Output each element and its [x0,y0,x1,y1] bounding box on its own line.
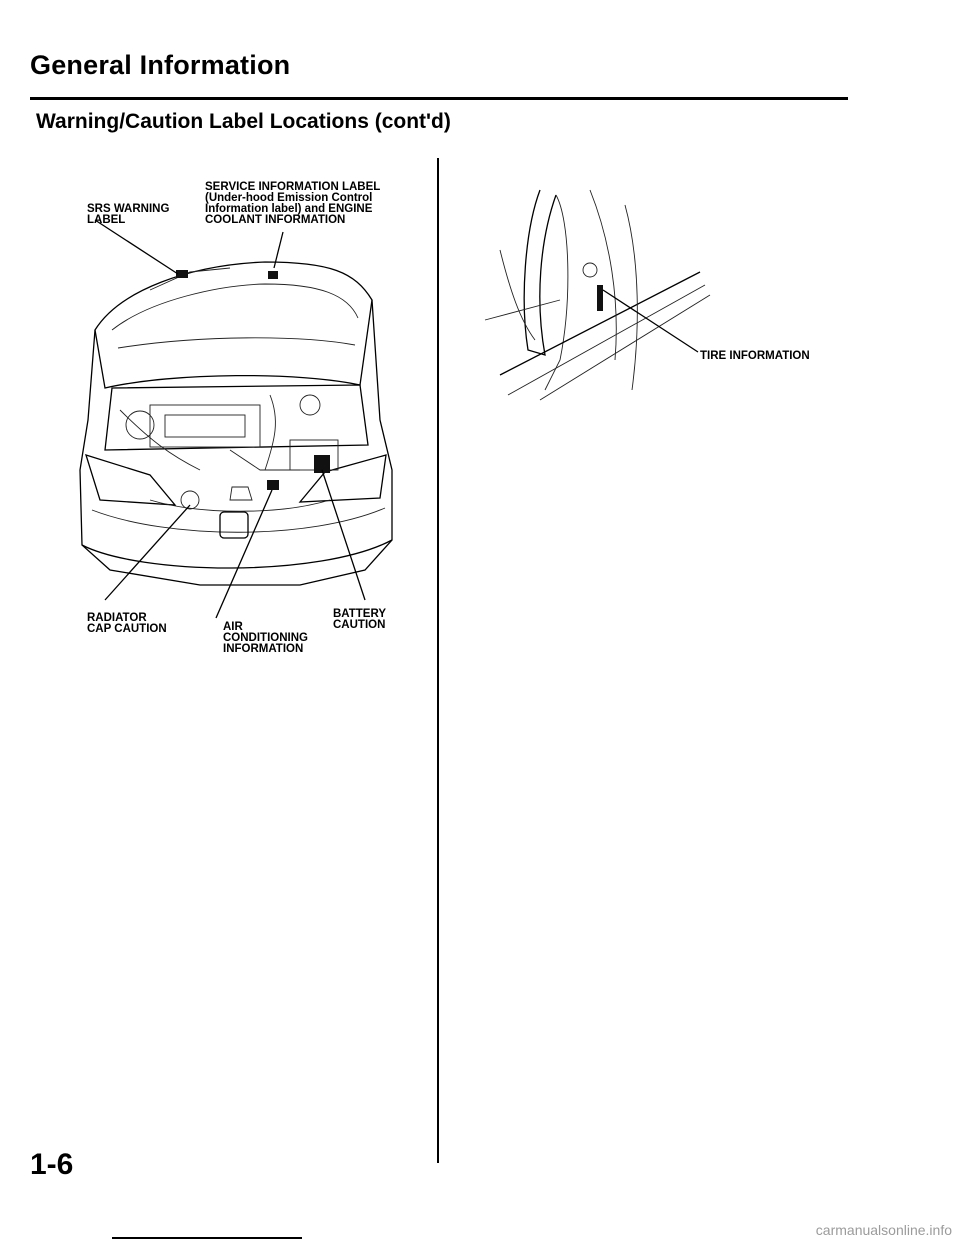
section-subtitle: Warning/Caution Label Locations (cont'd) [36,110,451,133]
service-info-line-4: COOLANT INFORMATION [205,214,346,226]
page-number: 1-6 [30,1148,74,1181]
footer-rule [112,1237,302,1239]
service-information-label: SERVICE INFORMATION LABEL (Under-hood Em… [205,181,381,226]
service-info-line-3: Information label) and ENGINE [205,203,373,215]
service-info-line-1: SERVICE INFORMATION LABEL [205,181,381,193]
tire-information-label: TIRE INFORMATION [700,350,810,362]
srs-warning-label: SRS WARNING LABEL [87,203,170,226]
air-conditioning-information-label: AIR CONDITIONING INFORMATION [223,621,308,655]
title-rule [30,97,848,100]
battery-caution-label: BATTERY CAUTION [333,608,387,631]
watermark: carmanualsonline.info [815,1222,952,1238]
radiator-cap-caution-label: RADIATOR CAP CAUTION [87,612,167,635]
column-divider [437,158,439,1163]
service-info-line-2: (Under-hood Emission Control [205,192,373,204]
page-title: General Information [30,50,291,80]
